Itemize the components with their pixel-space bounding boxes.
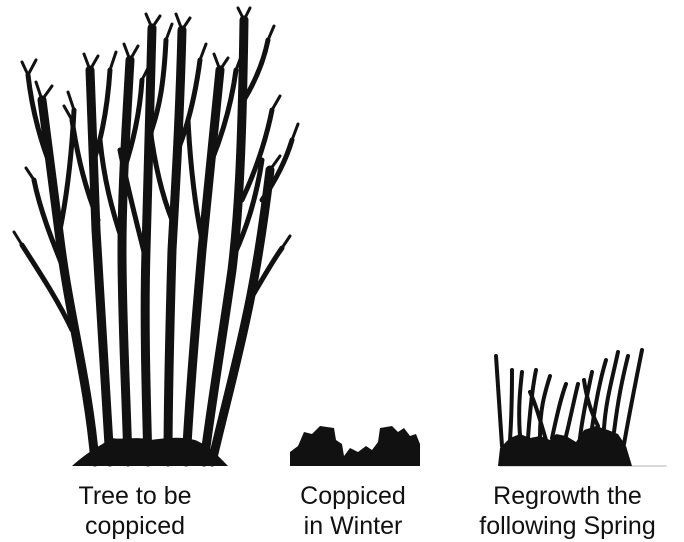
mature-tree-illustration xyxy=(14,8,298,466)
caption-coppiced-in-winter: Coppiced in Winter xyxy=(268,481,438,541)
caption-coppiced-line2: in Winter xyxy=(268,511,438,541)
regrowth-illustration xyxy=(496,350,666,466)
caption-tree-line2: coppiced xyxy=(40,511,230,541)
caption-regrowth-following-spring: Regrowth the following Spring xyxy=(455,481,680,541)
caption-tree-line1: Tree to be xyxy=(40,481,230,511)
caption-coppiced-line1: Coppiced xyxy=(268,481,438,511)
caption-tree-to-be-coppiced: Tree to be coppiced xyxy=(40,481,230,541)
caption-regrowth-line2: following Spring xyxy=(455,511,680,541)
coppiced-stool-illustration xyxy=(290,426,420,466)
caption-regrowth-line1: Regrowth the xyxy=(455,481,680,511)
